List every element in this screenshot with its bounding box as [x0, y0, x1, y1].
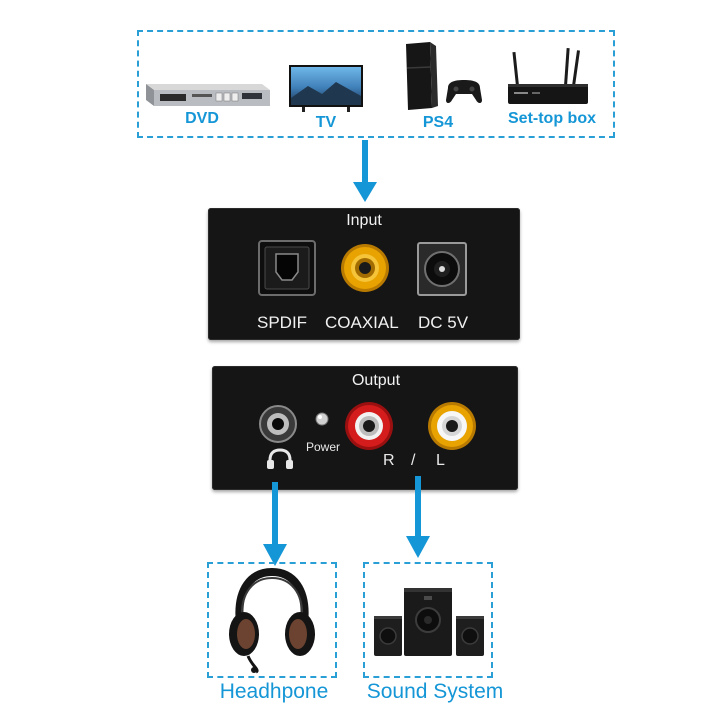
- rca-slash-label: /: [411, 452, 417, 469]
- rca-left-white-icon[interactable]: [426, 400, 478, 452]
- source-label-dvd: DVD: [185, 110, 219, 127]
- source-label-ps4: PS4: [422, 114, 454, 131]
- sound-system-box: [363, 562, 493, 678]
- source-devices-box: [137, 30, 615, 138]
- speaker-system-icon: [370, 586, 488, 660]
- tv-icon: [288, 64, 364, 114]
- rca-left-label: L: [436, 452, 446, 469]
- output-panel-title: Output: [351, 372, 401, 389]
- rca-right-red-icon[interactable]: [343, 400, 395, 452]
- port-label-coaxial: COAXIAL: [325, 313, 399, 332]
- dvd-player-icon: [142, 74, 272, 110]
- arrow-to-headphone-icon: [262, 482, 288, 568]
- set-top-box-icon: [502, 46, 592, 108]
- rca-right-label: R: [383, 452, 396, 469]
- game-console-icon: [404, 40, 484, 112]
- coaxial-port-icon[interactable]: [339, 242, 391, 294]
- power-led-icon: [315, 412, 329, 426]
- headphone-icon: [226, 566, 318, 674]
- headphone-box: [207, 562, 337, 678]
- dc-power-port-icon[interactable]: [417, 242, 467, 296]
- port-label-spdif: SPDIF: [257, 313, 308, 332]
- output-label-sound-system: Sound System: [366, 680, 504, 703]
- output-label-headphone: Headhpone: [219, 680, 329, 703]
- source-label-set-top-box: Set-top box: [508, 110, 596, 127]
- input-panel-title: Input: [346, 212, 382, 229]
- source-label-tv: TV: [315, 114, 337, 131]
- port-label-dc: DC 5V: [418, 313, 469, 332]
- power-label: Power: [306, 440, 341, 454]
- optical-port-icon[interactable]: [258, 240, 316, 296]
- headphone-jack-icon[interactable]: [258, 404, 298, 444]
- arrow-to-input-icon: [352, 140, 378, 204]
- arrow-to-sound-system-icon: [405, 476, 431, 560]
- headphone-symbol-icon: [266, 448, 294, 470]
